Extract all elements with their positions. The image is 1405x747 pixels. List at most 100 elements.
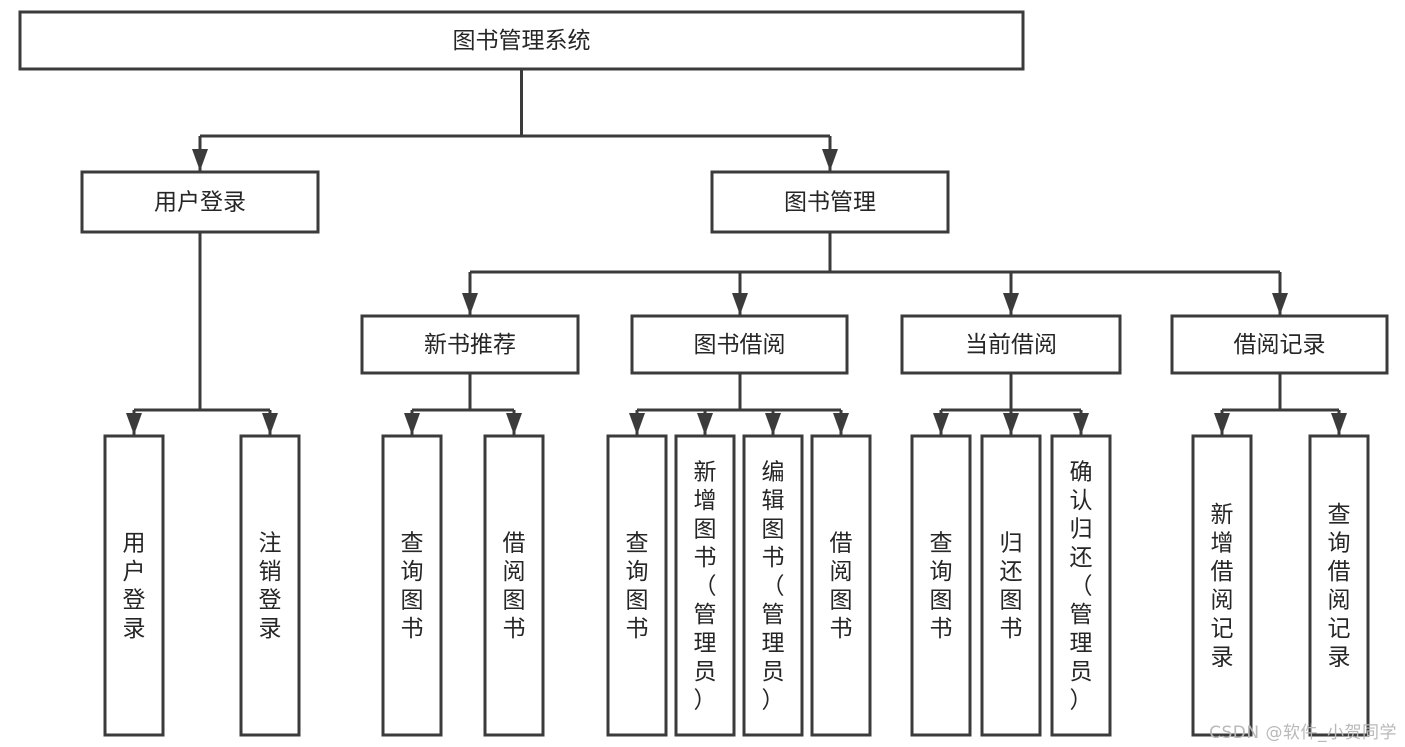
- leaf-label-char: 录: [1328, 645, 1351, 671]
- leaf-box-2[interactable]: [381, 434, 443, 737]
- node-label-level2-2: 当前借阅: [965, 332, 1057, 358]
- leaf-label-char: （: [1070, 573, 1093, 599]
- leaf-box-3[interactable]: [483, 434, 545, 737]
- leaf-label-0: 用户登录: [123, 531, 146, 643]
- leaf-label-char: 图: [401, 588, 424, 614]
- leaf-label-char: 询: [1328, 531, 1351, 557]
- leaf-label-char: 还: [1000, 559, 1023, 585]
- leaf-label-char: 录: [1211, 645, 1234, 671]
- leaf-label-char: 询: [626, 559, 649, 585]
- node-label-level2-1: 图书借阅: [694, 332, 786, 358]
- leaf-label-char: 图: [503, 588, 526, 614]
- leaf-label-char: 归: [1000, 531, 1023, 557]
- leaf-label-char: 管: [1070, 602, 1093, 628]
- node-box-level2-0[interactable]: [360, 314, 580, 375]
- leaf-box-0[interactable]: [103, 434, 165, 737]
- leaf-label-char: 户: [123, 559, 146, 585]
- leaf-label-char: 注: [259, 531, 282, 557]
- leaf-label-char: 还: [1070, 545, 1093, 571]
- leaf-label-char: 辑: [762, 488, 785, 514]
- leaf-label-char: 书: [401, 616, 424, 642]
- leaf-box-6[interactable]: [742, 434, 804, 737]
- leaf-box-9[interactable]: [980, 434, 1042, 737]
- leaf-label-char: 员: [694, 659, 717, 685]
- leaf-label-char: 阅: [1211, 588, 1234, 614]
- node-box-level2-1[interactable]: [630, 314, 849, 375]
- leaf-label-char: 管: [762, 602, 785, 628]
- leaf-label-char: 登: [259, 588, 282, 614]
- leaf-label-char: 理: [694, 630, 717, 656]
- leaf-label-char: 图: [626, 588, 649, 614]
- node-label-level1-1: 图书管理: [784, 190, 876, 216]
- leaf-label-char: 员: [1070, 659, 1093, 685]
- leaf-box-5[interactable]: [674, 434, 736, 737]
- node-label-level2-0: 新书推荐: [424, 332, 516, 358]
- leaf-label-char: ）: [1070, 687, 1093, 713]
- leaf-label-char: 管: [694, 602, 717, 628]
- leaf-label-char: 归: [1070, 516, 1093, 542]
- leaf-label-char: 书: [830, 616, 853, 642]
- leaf-label-char: 阅: [503, 559, 526, 585]
- leaf-label-char: 增: [694, 488, 717, 514]
- leaf-box-10[interactable]: [1050, 434, 1112, 737]
- leaf-label-char: 图: [930, 588, 953, 614]
- leaf-label-char: 询: [930, 559, 953, 585]
- node-box-level2-3[interactable]: [1170, 314, 1389, 375]
- leaf-label-char: 书: [694, 545, 717, 571]
- node-label-level1-0: 用户登录: [154, 190, 246, 216]
- leaf-label-char: 借: [830, 531, 853, 557]
- leaf-label-char: 书: [762, 545, 785, 571]
- leaf-label-char: 借: [1211, 559, 1234, 585]
- node-box-root[interactable]: [18, 10, 1025, 71]
- leaf-label-char: 认: [1070, 488, 1093, 514]
- leaf-box-12[interactable]: [1308, 434, 1370, 737]
- leaf-label-char: 用: [123, 531, 146, 557]
- leaf-label-char: 借: [1328, 559, 1351, 585]
- leaf-label-char: 员: [762, 659, 785, 685]
- watermark-label: CSDN @软件_小贺同学: [1209, 723, 1397, 743]
- leaf-label-char: 书: [1000, 616, 1023, 642]
- leaf-label-char: ）: [694, 687, 717, 713]
- leaf-label-char: 新: [694, 459, 717, 485]
- leaf-label-char: 查: [1328, 502, 1351, 528]
- node-label-level2-3: 借阅记录: [1234, 332, 1326, 358]
- leaf-label-char: 借: [503, 531, 526, 557]
- leaf-label-char: 查: [401, 531, 424, 557]
- node-box-level1-1[interactable]: [710, 170, 950, 234]
- leaf-label-char: 录: [123, 616, 146, 642]
- leaf-label-char: 查: [930, 531, 953, 557]
- leaf-box-8[interactable]: [910, 434, 972, 737]
- leaf-label-char: （: [762, 573, 785, 599]
- leaf-label-char: 登: [123, 588, 146, 614]
- leaf-box-11[interactable]: [1191, 434, 1253, 737]
- leaf-label-char: 阅: [830, 559, 853, 585]
- leaf-label-char: 记: [1328, 616, 1351, 642]
- leaf-label-char: 理: [762, 630, 785, 656]
- leaf-label-char: 图: [1000, 588, 1023, 614]
- leaf-label-char: 理: [1070, 630, 1093, 656]
- leaf-label-char: 询: [401, 559, 424, 585]
- leaf-label-char: 查: [626, 531, 649, 557]
- leaf-box-4[interactable]: [606, 434, 668, 737]
- leaf-box-7[interactable]: [810, 434, 872, 737]
- leaf-label-char: 新: [1211, 502, 1234, 528]
- leaf-label-char: 书: [930, 616, 953, 642]
- node-box-level2-2[interactable]: [900, 314, 1122, 375]
- leaf-box-1[interactable]: [239, 434, 301, 737]
- leaf-label-char: ）: [762, 687, 785, 713]
- leaf-label-char: 增: [1211, 531, 1234, 557]
- leaf-label-char: 确: [1070, 459, 1093, 485]
- node-box-level1-0[interactable]: [80, 170, 320, 234]
- leaf-label-char: 录: [259, 616, 282, 642]
